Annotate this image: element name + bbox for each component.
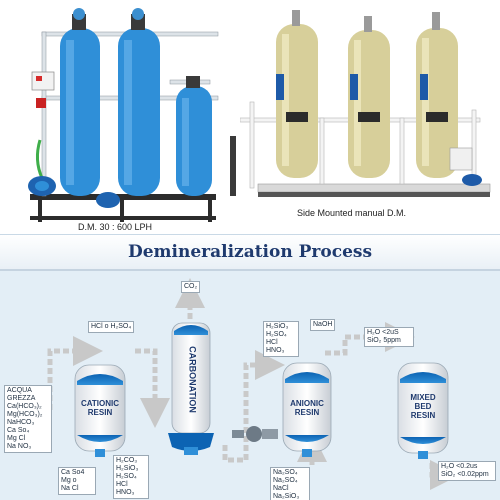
final-output-label: H₂O <0.2us SiO₂ <0.02ppm [438,461,496,481]
naoh-label: NaOH [310,319,336,331]
acids-before-anion-label: H₂SiO₃ H₂SO₄ HCl HNO₃ [263,321,299,357]
carbonation-label: CARBONATION [187,346,198,413]
left-photo-caption: D.M. 30 : 600 LPH [78,222,153,232]
cationic-resin-label: CATIONIC RESIN [80,399,120,417]
anion-output-label: H₂O <2uS SiO₂ 5ppm [364,327,414,347]
mixed-bed-resin-label: MIXED BED RESIN [410,393,436,420]
right-photo-caption: Side Mounted manual D.M. [297,208,407,218]
right-plant-photo [239,0,500,232]
anionic-resin-tank [282,362,332,457]
blue-dm-plant-illustration [0,0,240,232]
cationic-resin-tank [74,364,126,457]
raw-water-composition-label: ACQUA GREZZA Ca(HCO₃)₂ Mg(HCO₃)₂ NaHCO₃ … [4,385,52,453]
frp-dm-plant-illustration [239,0,500,232]
diagram-title: Demineralization Process [127,242,373,262]
process-flow-drawing [47,278,460,490]
carbonation-tower [168,322,214,455]
salts-label: Ca So4 Mg o Na Cl [58,467,96,495]
hcl-h2so4-label: HCl o H₂SO₄ [88,321,135,333]
transfer-pump [232,426,278,442]
demineralization-diagram: Demineralization Process [0,234,500,500]
co2-label: CO₂ [181,281,201,293]
acids-after-cation-label: H₂CO₃ H₂SiO₃ H₂SO₄ HCl HNO₃ [113,455,149,499]
anionic-resin-label: ANIONIC RESIN [290,399,324,417]
mixed-bed-resin-tank [397,362,449,459]
sodium-salts-label: Na₂SO₄ Na₂SO₄ NaCl Na₂SiO₃ [270,467,310,500]
diagram-header [0,235,500,271]
left-plant-photo [0,0,240,232]
